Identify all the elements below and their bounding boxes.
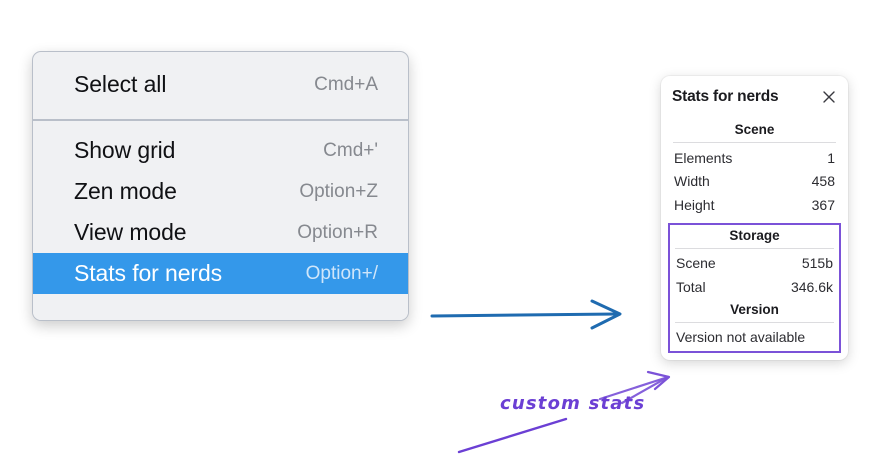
stat-label: Height [674,197,715,214]
arrow-right-icon [430,299,622,330]
panel-title: Stats for nerds [672,88,779,105]
stat-label: Elements [674,149,733,166]
stat-row: Total 346.6k [674,276,835,300]
menu-item-view-mode[interactable]: View mode Option+R [33,212,408,253]
stat-row: Height 367 [672,194,837,218]
version-section-header: Version [730,302,779,318]
underline-stroke [457,417,568,454]
menu-item-stats-for-nerds[interactable]: Stats for nerds Option+/ [33,253,408,294]
menu-item-label: View mode [74,219,187,245]
menu-item-shortcut: Cmd+' [323,139,378,161]
menu-item-shortcut: Option+Z [299,180,378,202]
menu-item-label: Show grid [74,137,176,163]
menu-item-label: Select all [74,71,167,97]
scene-section: Scene Elements 1 Width 458 Height 367 [672,119,837,218]
divider [673,142,836,143]
stat-row: Elements 1 [672,146,837,170]
version-note: Version not available [676,329,806,346]
stat-row: Scene 515b [674,252,835,276]
divider [675,322,834,324]
menu-footer [33,303,408,320]
stat-label: Total [676,279,706,296]
panel-header: Stats for nerds [672,88,837,106]
stat-label: Width [674,173,710,190]
menu-group-2: Show grid Cmd+' Zen mode Option+Z View m… [33,119,408,303]
menu-item-label: Zen mode [74,178,177,204]
divider [675,247,834,249]
stat-label: Scene [676,255,716,272]
version-section: Version Version not available [674,299,835,346]
menu-item-shortcut: Option+R [297,221,378,243]
stat-value: 346.6k [790,279,833,296]
stat-value: 1 [827,149,835,166]
menu-group-1: Select all Cmd+A [33,52,408,119]
custom-stats-annotation-label: custom stats [500,393,646,414]
custom-stats-highlight-box: Storage Scene 515b Total 346.6k Version … [668,222,841,354]
context-menu: Select all Cmd+A Show grid Cmd+' Zen mod… [32,51,409,321]
menu-item-select-all[interactable]: Select all Cmd+A [33,64,408,105]
stat-row: Width 458 [672,170,837,194]
menu-item-show-grid[interactable]: Show grid Cmd+' [33,130,408,171]
menu-item-label: Stats for nerds [74,260,223,286]
storage-section: Storage Scene 515b Total 346.6k [674,225,835,300]
storage-section-header: Storage [729,227,780,243]
stat-value: 458 [811,173,835,190]
stat-value: 515b [801,255,833,272]
stats-for-nerds-panel: Stats for nerds Scene Elements 1 Width 4… [661,76,848,361]
menu-item-shortcut: Cmd+A [314,73,378,95]
menu-item-shortcut: Option+/ [305,262,378,284]
scene-section-header: Scene [734,122,775,137]
menu-item-zen-mode[interactable]: Zen mode Option+Z [33,171,408,212]
stat-value: 367 [811,197,835,214]
close-icon[interactable] [821,89,837,105]
